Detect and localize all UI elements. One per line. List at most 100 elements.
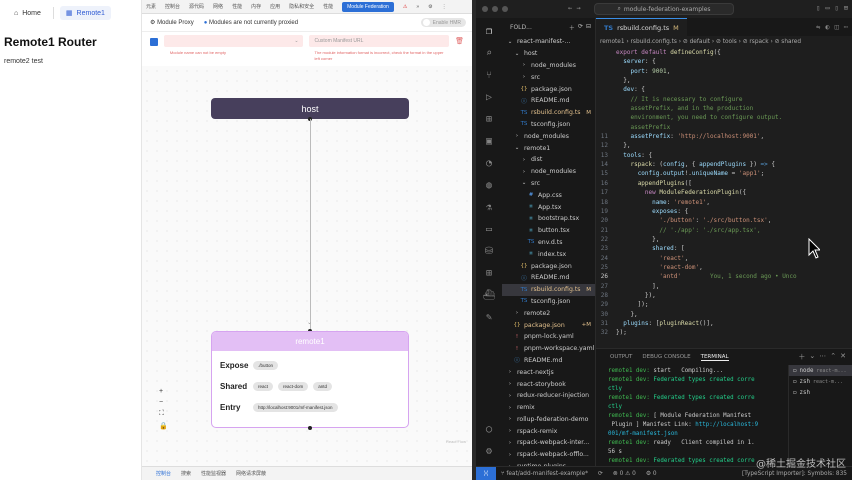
delete-icon[interactable]: 🗑	[455, 38, 464, 45]
tree-folder[interactable]: ›node_modules	[502, 166, 595, 178]
devtools-tab[interactable]: 源代码	[189, 4, 205, 10]
compare-icon[interactable]: ⇋	[816, 23, 821, 31]
layout-panel-icon[interactable]: ▭	[825, 4, 830, 12]
terminal-instance[interactable]: ▭zsh	[789, 387, 852, 398]
hmr-toggle[interactable]: Enable HMR	[420, 18, 466, 27]
devtools-tab[interactable]: ⚠	[402, 3, 408, 10]
nav-remote1[interactable]: ▦ Remote1	[59, 6, 111, 20]
react-flow-attribution[interactable]: React Flow	[445, 439, 466, 444]
code-editor[interactable]: export default defineConfig({ server: { …	[596, 48, 852, 338]
grid-icon[interactable]: ⊞	[485, 267, 493, 279]
tree-folder[interactable]: ⌄src	[502, 178, 595, 190]
split-editor-icon[interactable]: ◫	[834, 23, 839, 31]
explorer-icon[interactable]: ❐	[485, 25, 493, 37]
tree-folder[interactable]: ⌄react-manifest-...	[502, 36, 595, 48]
devtools-tab[interactable]: 内存	[251, 4, 262, 10]
more-actions-icon[interactable]: ⋯	[819, 352, 827, 360]
zoom-in-button[interactable]: +	[159, 388, 164, 395]
remote-node[interactable]: remote1 Expose ./button Shared react rea…	[211, 331, 409, 428]
ports-indicator[interactable]: ⚙ 0	[645, 470, 657, 477]
remote-indicator-icon[interactable]: ⟩⟨	[476, 466, 496, 480]
tree-file[interactable]: !pnpm-lock.yaml	[502, 331, 595, 343]
tree-file[interactable]: ⚛App.tsx	[502, 201, 595, 213]
snippets-icon[interactable]: ✎	[485, 311, 493, 323]
breadcrumb[interactable]: remote1 › rsbuild.config.ts › ⊘ default …	[600, 39, 802, 45]
minimize-window-icon[interactable]	[492, 6, 498, 12]
proxy-checkbox[interactable]	[150, 38, 158, 46]
maximize-panel-icon[interactable]: ⌃	[830, 352, 837, 360]
terminal-view-icon[interactable]: ▭	[485, 223, 493, 235]
tree-folder[interactable]: ›rspack-webpack-offlo...	[502, 449, 595, 461]
manifest-url-input[interactable]: Custom Manifest URL	[308, 35, 450, 47]
devtools-tab[interactable]: »	[416, 3, 420, 10]
devtools-tab[interactable]: 应用	[270, 4, 281, 10]
panel-tab[interactable]: TERMINAL	[700, 353, 729, 361]
customize-layout-icon[interactable]: ⊞	[843, 4, 848, 12]
tree-folder[interactable]: ›rspack-webpack-inter...	[502, 437, 595, 449]
new-file-icon[interactable]: ＋	[568, 24, 575, 32]
panel-tab[interactable]: DEBUG CONSOLE	[642, 354, 691, 360]
drawer-tab[interactable]: 控制台	[156, 471, 172, 477]
devtools-tab[interactable]: Module Federation	[342, 1, 394, 12]
close-panel-icon[interactable]: ✕	[840, 352, 846, 360]
manage-gear-icon[interactable]: ⚙	[485, 445, 493, 457]
tree-file[interactable]: !pnpm-workspace.yaml	[502, 343, 595, 355]
tree-folder[interactable]: ⌄host	[502, 48, 595, 60]
open-changes-icon[interactable]: ◐	[825, 23, 830, 31]
problems-indicator[interactable]: ⊗ 0 ⚠ 0	[612, 470, 636, 477]
maximize-window-icon[interactable]	[502, 6, 508, 12]
tree-folder[interactable]: ›redux-reducer-injection	[502, 390, 595, 402]
lock-button[interactable]: 🔒	[159, 423, 168, 430]
tree-file[interactable]: #App.css	[502, 189, 595, 201]
new-terminal-icon[interactable]: ＋	[798, 353, 806, 361]
nav-home[interactable]: ⌂ Home	[8, 7, 47, 20]
devtools-tab[interactable]: 元素	[146, 4, 157, 10]
module-proxy-label[interactable]: ⚙ Module Proxy	[150, 20, 194, 26]
drawer-tab[interactable]: 搜索	[181, 471, 192, 477]
devtools-tab[interactable]: 性能	[232, 4, 243, 10]
tree-file[interactable]: {}package.json+M	[502, 319, 595, 331]
database-icon[interactable]: ⛁	[484, 245, 494, 257]
zoom-out-button[interactable]: −	[159, 399, 164, 406]
tree-folder[interactable]: ›rollup-federation-demo	[502, 414, 595, 426]
drawer-tab[interactable]: 性能监视器	[201, 471, 227, 477]
command-center[interactable]: ⌕ module-federation-examples	[594, 3, 734, 15]
tree-folder[interactable]: ›remix	[502, 402, 595, 414]
docker-icon[interactable]: ⛴	[482, 289, 496, 301]
tree-folder[interactable]: ›node_modules	[502, 60, 595, 72]
tree-folder[interactable]: ›runtime-plugins	[502, 461, 595, 466]
branch-indicator[interactable]: ⑂ feat/add-manifest-example*	[501, 470, 589, 477]
tree-file[interactable]: ⚛button.tsx	[502, 225, 595, 237]
tree-folder[interactable]: ›react-nextjs	[502, 366, 595, 378]
tree-folder[interactable]: ›remote2	[502, 307, 595, 319]
devtools-tab[interactable]: ⋮	[441, 3, 447, 10]
collapse-all-icon[interactable]: ⊟	[585, 22, 591, 30]
run-debug-icon[interactable]: ▷	[485, 91, 493, 103]
forward-icon[interactable]: →	[576, 4, 581, 12]
chevron-down-icon[interactable]: ⌄	[809, 352, 816, 360]
refresh-icon[interactable]: ⟳	[577, 22, 583, 30]
source-control-icon[interactable]: ⑂	[486, 69, 492, 81]
tree-folder[interactable]: ›react-storybook	[502, 378, 595, 390]
editor-tab-rsbuild-config[interactable]: TS rsbuild.config.ts M	[596, 18, 687, 36]
devtools-tab[interactable]: 性能	[323, 4, 334, 10]
account-icon[interactable]: ◯	[485, 423, 493, 435]
tree-folder[interactable]: ⌄remote1	[502, 142, 595, 154]
timeline-icon[interactable]: ◔	[485, 157, 493, 169]
layout-sidebar-icon[interactable]: ▯	[816, 4, 821, 12]
tree-file[interactable]: {}package.json	[502, 260, 595, 272]
terminal-output[interactable]: remote1 dev: start Compiling... remote1 …	[608, 368, 759, 473]
pane-divider[interactable]	[472, 0, 476, 480]
github-icon[interactable]: ◍	[485, 179, 493, 191]
more-actions-icon[interactable]: ⋯	[843, 23, 848, 31]
fit-view-button[interactable]: ⛶	[159, 410, 164, 417]
panel-tab[interactable]: OUTPUT	[610, 354, 633, 360]
